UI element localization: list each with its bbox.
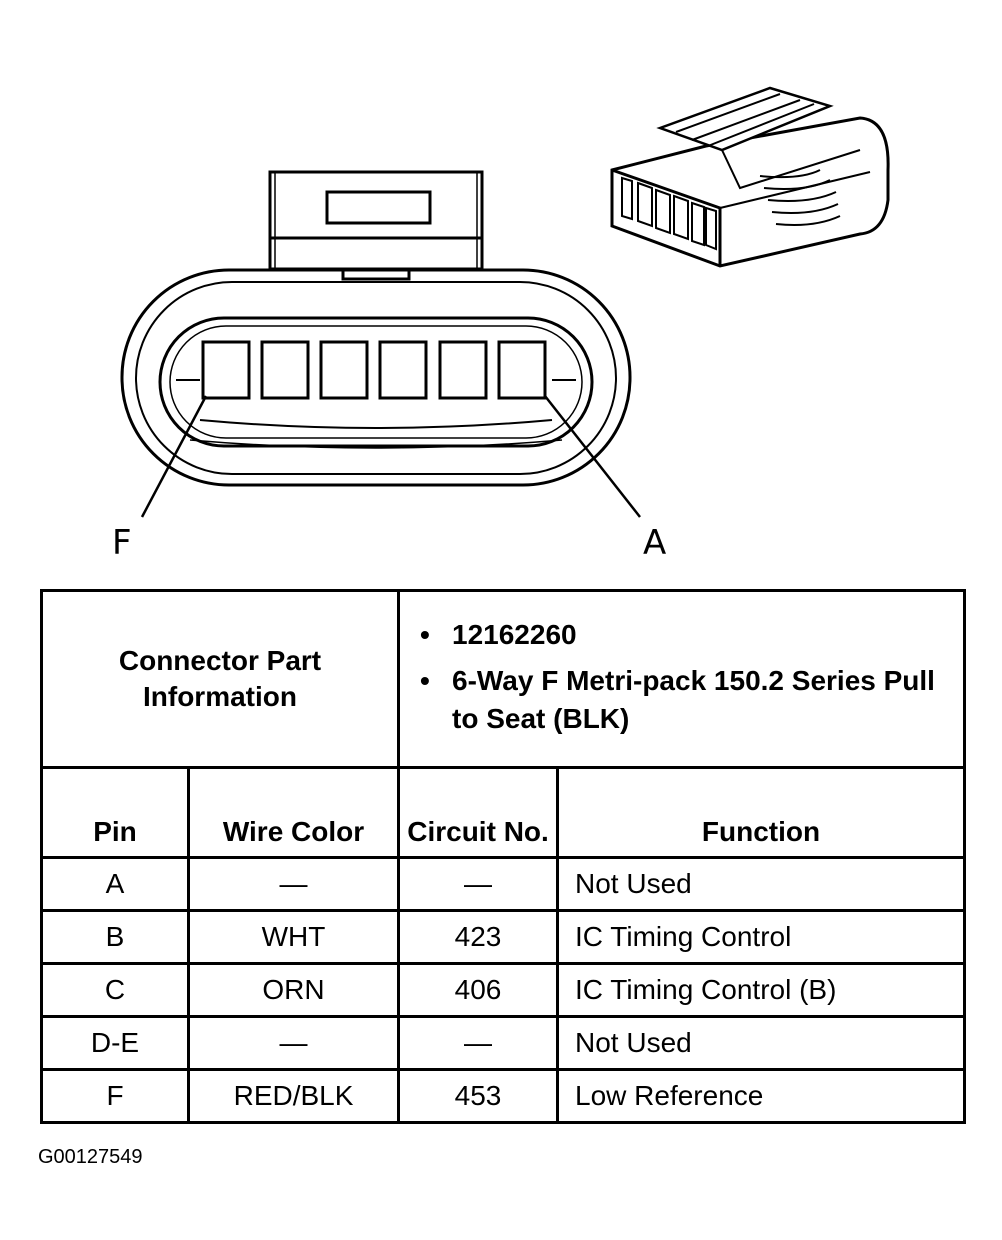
column-header-row: Pin Wire Color Circuit No. Function [40, 766, 967, 859]
part-info-details: 12162260 6-Way F Metri-pack 150.2 Series… [397, 589, 967, 769]
part-description: 6-Way F Metri-pack 150.2 Series Pull to … [420, 662, 953, 738]
function-cell: Not Used [556, 856, 967, 912]
pin-cell: B [40, 909, 190, 965]
part-info-header: Connector Part Information [39, 589, 401, 769]
connector-diagram [120, 86, 890, 518]
pin-cell: A [40, 856, 190, 912]
circuit-cell: 406 [397, 962, 560, 1018]
pin-cell: D-E [40, 1015, 190, 1071]
wire-color-cell: — [186, 1015, 401, 1071]
circuit-column-header: Circuit No. [397, 766, 560, 859]
table-row: F RED/BLK 453 Low Reference [40, 1068, 967, 1124]
connector-info-table: Connector Part Information 12162260 6-Wa… [39, 589, 967, 1124]
table-row: B WHT 423 IC Timing Control [40, 909, 967, 965]
function-cell: IC Timing Control (B) [556, 962, 967, 1018]
circuit-cell: — [397, 856, 560, 912]
table-row: D-E — — Not Used [40, 1015, 967, 1071]
pin-column-header: Pin [40, 766, 190, 859]
table-row: A — — Not Used [40, 856, 967, 912]
table-row: C ORN 406 IC Timing Control (B) [40, 962, 967, 1018]
wire-color-cell: ORN [186, 962, 401, 1018]
figure-id: G00127549 [38, 1146, 143, 1168]
function-cell: IC Timing Control [556, 909, 967, 965]
wire-color-cell: WHT [186, 909, 401, 965]
function-column-header: Function [556, 766, 967, 859]
part-number: 12162260 [420, 616, 953, 654]
circuit-cell: 453 [397, 1068, 560, 1124]
part-info-row: Connector Part Information 12162260 6-Wa… [39, 589, 967, 769]
pin-cell: F [40, 1068, 190, 1124]
connector-front-view [120, 170, 641, 518]
function-cell: Not Used [556, 1015, 967, 1071]
circuit-cell: — [397, 1015, 560, 1071]
wire-color-cell: — [186, 856, 401, 912]
wire-color-column-header: Wire Color [186, 766, 401, 859]
function-cell: Low Reference [556, 1068, 967, 1124]
wire-color-cell: RED/BLK [186, 1068, 401, 1124]
connector-isometric-view [610, 86, 890, 268]
pin-cell: C [40, 962, 190, 1018]
pin-label-a: A [643, 523, 667, 563]
pin-label-f: F [112, 523, 132, 563]
circuit-cell: 423 [397, 909, 560, 965]
